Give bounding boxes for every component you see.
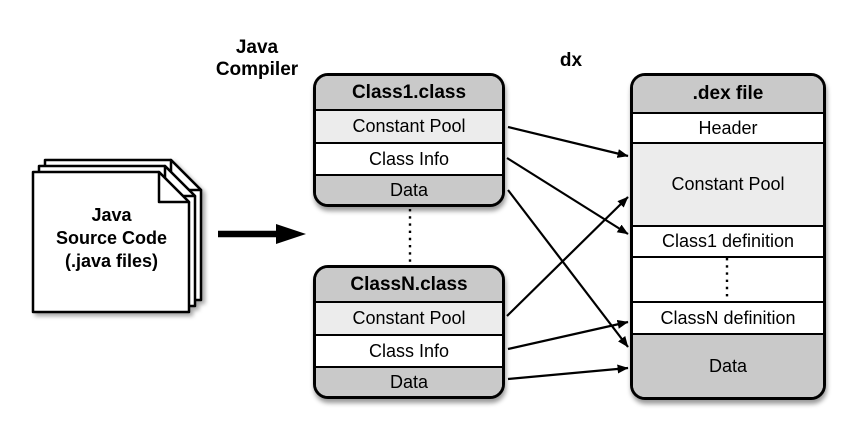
arrow-class1-constant-pool-to-dex-constant-pool [507,125,629,158]
arrow-classn-constant-pool-to-dex-constant-pool [506,196,629,317]
source-stack-label-line2: Source Code [55,228,168,248]
java-compiler-label-line2: Compiler [215,59,299,80]
classn-row-class-info: Class Info [316,334,502,366]
arrow-classn-class-info-to-dex-classn-definition [507,319,629,351]
class1-title: Class1.class [316,76,502,109]
classn-title: ClassN.class [316,268,502,301]
source-stack-label-line3: (.java files) [64,251,159,271]
page-front-fold-icon [157,170,191,204]
dex-row-constant-pool: Constant Pool [633,142,823,225]
class1-row-data: Data [316,174,502,204]
source-stack-label: Java Source Code (.java files) [33,204,190,273]
arrow-class1-data-to-dex-data [507,189,629,348]
dex-title: .dex file [633,76,823,112]
source-stack-label-line1: Java [91,205,132,225]
java-compiler-label: Java Compiler [193,37,321,81]
classn-row-data: Data [316,366,502,396]
page-front [31,170,191,314]
dex-row-data: Data [633,333,823,397]
dex-row-classn-definition: ClassN definition [633,301,823,333]
class1-row-constant-pool: Constant Pool [316,109,502,142]
dex-file-box: .dex file Header Constant Pool Class1 de… [630,73,826,400]
dx-label: dx [559,50,583,71]
class1-row-class-info: Class Info [316,142,502,174]
arrow-classn-data-to-dex-data [507,364,629,381]
compiler-arrow [218,224,306,244]
classn-file-box: ClassN.class Constant Pool Class Info Da… [313,265,505,399]
java-source-stack-icon [31,158,203,314]
dex-row-class1-definition: Class1 definition [633,225,823,256]
dex-row-header: Header [633,112,823,142]
dex-row-ellipsis [633,256,823,301]
class1-file-box: Class1.class Constant Pool Class Info Da… [313,73,505,207]
classn-row-constant-pool: Constant Pool [316,301,502,334]
arrow-class1-class-info-to-dex-class1-definition [506,157,629,235]
java-compiler-label-line1: Java [235,37,279,58]
